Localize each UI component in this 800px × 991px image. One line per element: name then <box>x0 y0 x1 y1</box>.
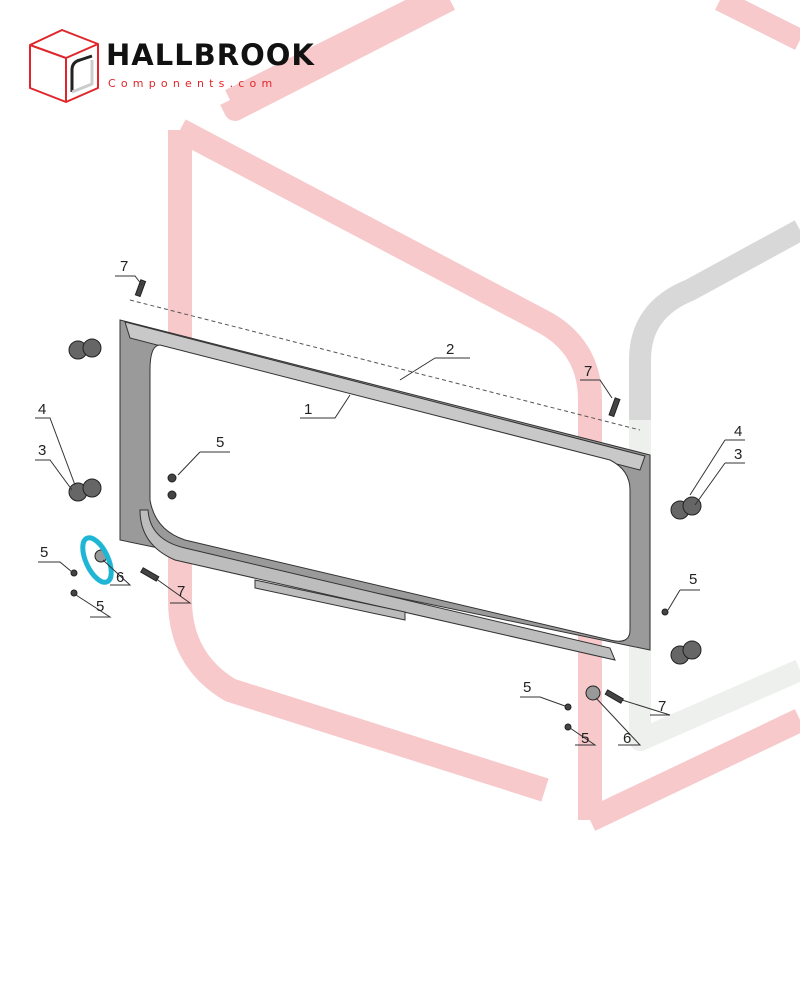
watermark-cube <box>168 0 800 831</box>
logo-cube-icon <box>29 29 99 103</box>
logo-tagline: Components.com <box>108 77 278 90</box>
logo-wordmark: HALLBROOK <box>106 38 315 72</box>
callout-5: 5 <box>96 598 104 615</box>
callout-7: 7 <box>584 363 592 380</box>
callout-1: 1 <box>304 401 312 418</box>
callout-3: 3 <box>38 442 46 459</box>
frame-assembly <box>119 299 651 661</box>
highlight-ring <box>80 535 114 585</box>
callout-2: 2 <box>446 341 454 358</box>
callout-5: 5 <box>689 571 697 588</box>
callout-7: 7 <box>658 698 666 715</box>
callout-6: 6 <box>116 569 124 586</box>
callout-labels: 7 2 1 7 4 3 5 4 3 5 6 7 5 5 5 7 5 6 <box>38 258 742 747</box>
roller-wheels <box>68 338 702 665</box>
callout-3: 3 <box>734 446 742 463</box>
callout-4: 4 <box>38 401 46 418</box>
callout-7: 7 <box>120 258 128 275</box>
callout-5: 5 <box>40 544 48 561</box>
callout-5: 5 <box>581 730 589 747</box>
callout-4: 4 <box>734 423 742 440</box>
callout-6: 6 <box>623 730 631 747</box>
callout-5: 5 <box>523 679 531 696</box>
callout-5: 5 <box>216 434 224 451</box>
leader-lines <box>35 275 745 746</box>
callout-7: 7 <box>177 583 185 600</box>
